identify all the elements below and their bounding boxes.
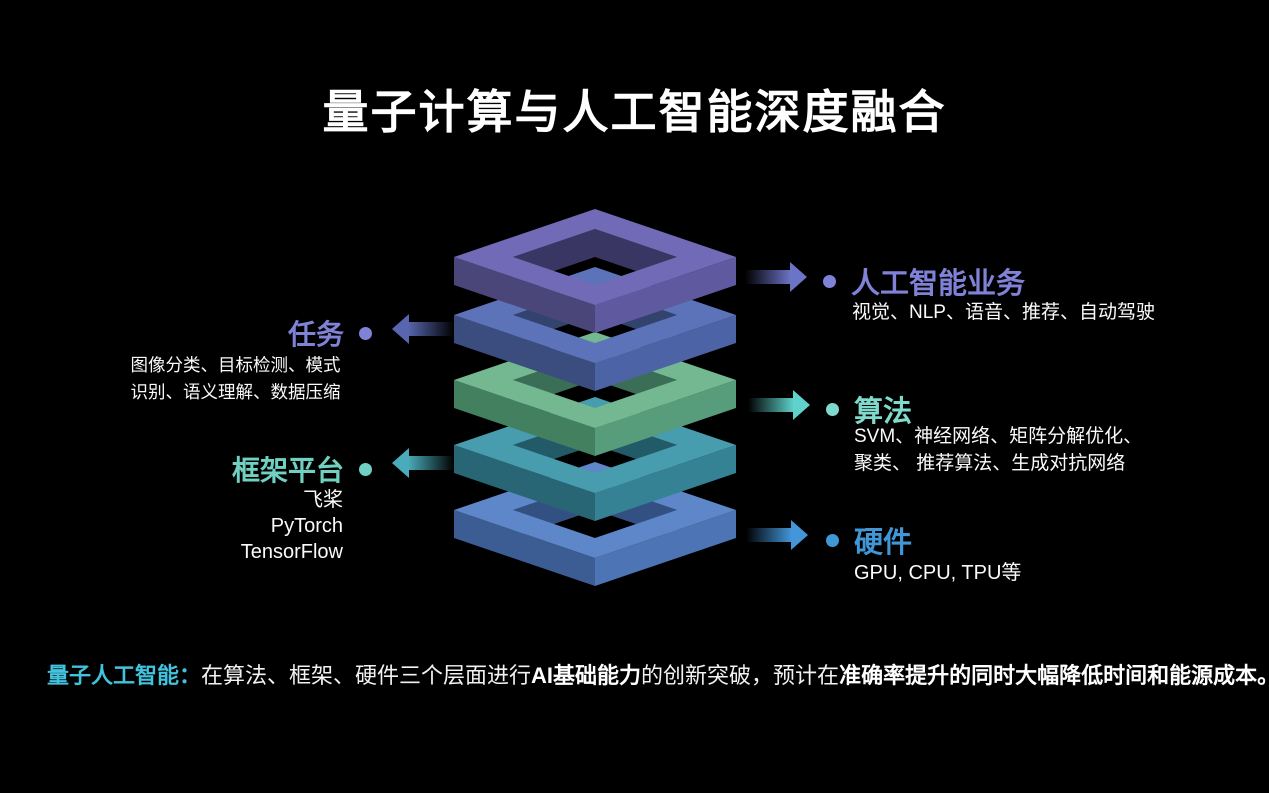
arrow-head — [392, 448, 409, 478]
arrow-shaft — [746, 528, 792, 542]
bullet-dot — [359, 462, 372, 476]
arrow-shaft — [748, 398, 794, 412]
stack-layer-purple — [454, 209, 736, 333]
desc-line: 视觉、NLP、语音、推荐、自动驾驶 — [852, 302, 1155, 323]
desc-line: SVM、神经网络、矩阵分解优化、 — [854, 426, 1143, 447]
left-label-framework: 框架平台 — [232, 449, 372, 489]
page-title: 量子计算与人工智能深度融合 — [322, 86, 947, 138]
layer-top-face — [454, 209, 736, 305]
algorithms-desc: SVM、神经网络、矩阵分解优化、 聚类、 推荐算法、生成对抗网络 — [854, 423, 1142, 477]
arrow-head — [790, 262, 807, 292]
summary-segment: 的创新突破，预计在 — [641, 663, 840, 688]
desc-line: 飞桨 — [303, 489, 343, 511]
bullet-dot — [826, 402, 839, 416]
summary-segment: 在算法、框架、硬件三个层面进行 — [201, 663, 532, 688]
framework-desc: 飞桨 PyTorch TensorFlow — [241, 487, 343, 565]
left-label-task: 任务 — [288, 313, 372, 353]
hardware-title: 硬件 — [854, 527, 913, 559]
framework-title: 框架平台 — [231, 455, 344, 486]
desc-line: TensorFlow — [240, 541, 343, 563]
right-arrow-algorithms — [748, 390, 810, 420]
arrow-shaft — [408, 456, 454, 470]
left-arrow-framework — [392, 448, 454, 478]
arrow-head — [793, 390, 810, 420]
summary-lead: 量子人工智能： — [47, 663, 202, 688]
algorithms-title: 算法 — [854, 396, 913, 428]
summary-text: 量子人工智能：在算法、框架、硬件三个层面进行AI基础能力的创新突破，预计在准确率… — [47, 659, 1269, 693]
right-arrow-hardware — [746, 520, 808, 550]
task-title: 任务 — [287, 319, 344, 350]
bullet-dot — [823, 274, 836, 288]
task-desc: 图像分类、目标检测、模式 识别、语义理解、数据压缩 — [128, 352, 343, 406]
desc-line: PyTorch — [270, 515, 343, 537]
right-label-algorithms: 算法 — [826, 388, 912, 430]
desc-line: 识别、语义理解、数据压缩 — [130, 382, 341, 402]
desc-line: 图像分类、目标检测、模式 — [130, 355, 341, 375]
arrow-head — [392, 314, 409, 344]
right-label-ai-business: 人工智能业务 — [823, 260, 1025, 302]
summary-segment: 准确率提升的同时大幅降低时间和能源成本。 — [839, 663, 1269, 688]
summary-segment: AI基础能力 — [531, 663, 642, 688]
hardware-desc: GPU, CPU, TPU等 — [854, 560, 1021, 587]
bullet-dot — [826, 533, 839, 547]
left-arrow-task — [392, 314, 454, 344]
arrow-shaft — [745, 270, 791, 284]
layer-stack-diagram — [454, 209, 736, 586]
arrow-shaft — [408, 322, 454, 336]
ai-business-title: 人工智能业务 — [851, 268, 1026, 300]
right-arrow-ai-business — [745, 262, 807, 292]
arrow-head — [791, 520, 808, 550]
right-label-hardware: 硬件 — [826, 519, 912, 561]
ai-business-desc: 视觉、NLP、语音、推荐、自动驾驶 — [852, 299, 1155, 326]
bullet-dot — [359, 326, 372, 340]
desc-line: GPU, CPU, TPU等 — [854, 562, 1022, 584]
desc-line: 聚类、 推荐算法、生成对抗网络 — [854, 453, 1126, 474]
